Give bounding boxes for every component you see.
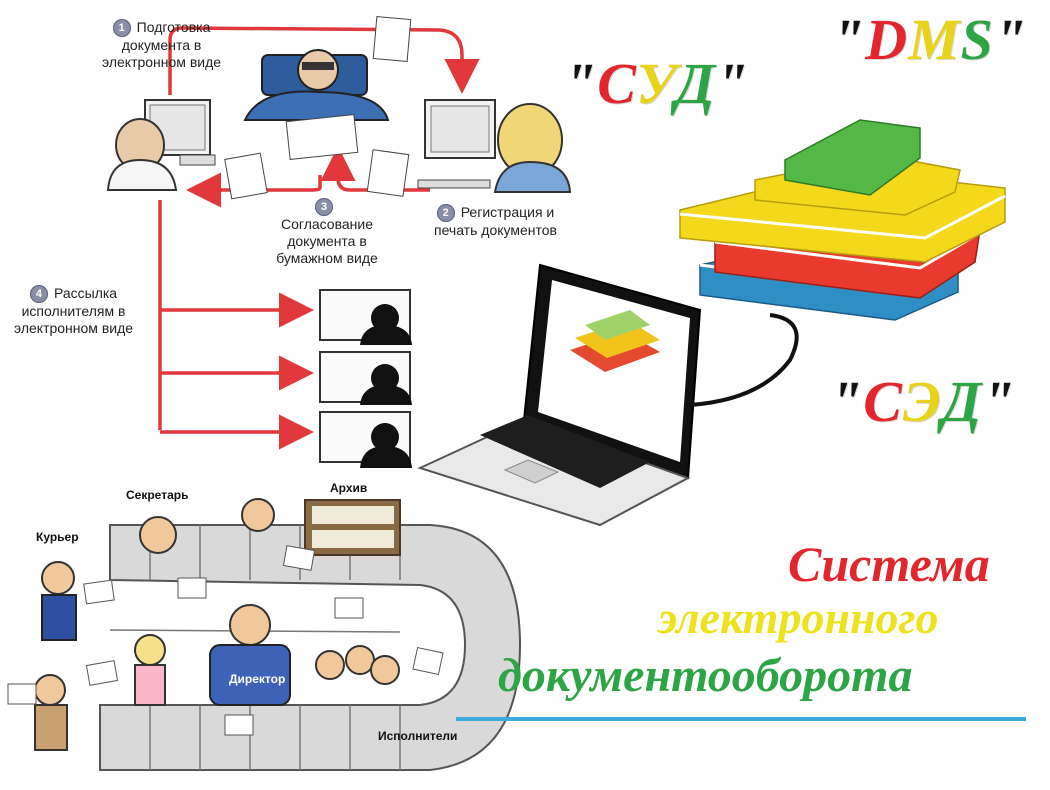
acronym-sed: "СЭД" bbox=[830, 369, 1016, 434]
arrow-to-author bbox=[186, 172, 322, 208]
step-3-label: 3 Согласование документа в бумажном виде bbox=[272, 198, 382, 267]
executor-b bbox=[345, 645, 375, 675]
author-workstation bbox=[106, 99, 216, 191]
title-line-1: Система bbox=[788, 536, 990, 592]
arrow-to-registration bbox=[168, 26, 480, 95]
executor-c bbox=[370, 655, 400, 685]
executor-1 bbox=[319, 289, 412, 345]
approver-figure bbox=[224, 16, 412, 200]
role-secretary: Секретарь bbox=[126, 488, 189, 502]
book-stack bbox=[679, 119, 1006, 321]
acronym-sud: "СУД" bbox=[564, 51, 749, 116]
arrow-to-approval bbox=[320, 146, 430, 192]
title-line-3: документооборота bbox=[498, 649, 913, 702]
title-line-2: электронного bbox=[658, 592, 939, 643]
secretary-workstation bbox=[417, 99, 572, 193]
role-director: Директор bbox=[229, 672, 286, 686]
laptop bbox=[417, 263, 799, 527]
role-courier: Курьер bbox=[36, 530, 79, 544]
archivist-person bbox=[241, 498, 275, 532]
step-1-number: 1 bbox=[112, 19, 131, 38]
secretary-person bbox=[139, 516, 177, 554]
courier-person bbox=[41, 561, 75, 595]
blonde-person bbox=[134, 634, 166, 666]
office-conveyor bbox=[7, 498, 522, 771]
acronym-dms: "DMS" bbox=[832, 7, 1028, 72]
step-2-number: 2 bbox=[436, 204, 455, 223]
step-3-number: 3 bbox=[315, 198, 333, 217]
executor-3 bbox=[319, 411, 412, 468]
role-archive: Архив bbox=[330, 481, 368, 495]
flow-arrows bbox=[158, 26, 480, 450]
director-person bbox=[229, 604, 271, 646]
role-executors: Исполнители bbox=[378, 729, 458, 743]
executor-2 bbox=[319, 351, 412, 405]
spy-person bbox=[34, 674, 66, 706]
executor-a bbox=[315, 650, 345, 680]
step-4-number: 4 bbox=[29, 285, 48, 304]
